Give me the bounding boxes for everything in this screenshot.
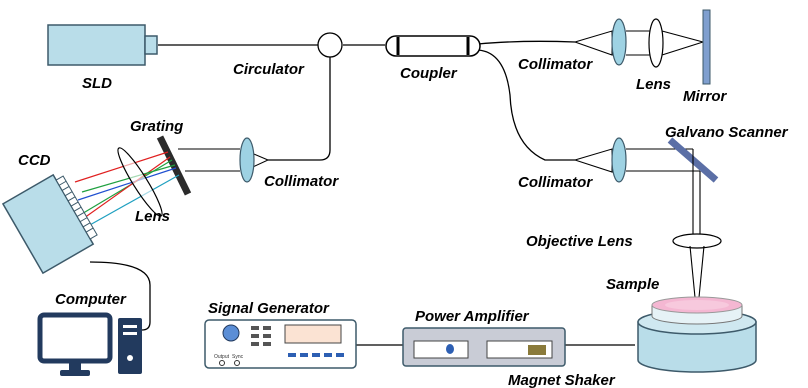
signal-generator-knob [222,324,240,342]
objective-lens [672,233,722,249]
objective-lens-label: Objective Lens [526,233,633,250]
signal-generator-display [284,324,342,344]
sld-source [47,24,158,66]
circulator-label: Circulator [233,61,305,78]
spectrometer [1,135,270,275]
fiber-lines [89,40,635,346]
coupler [385,35,481,57]
spectrometer-collimator-label: Collimator [264,173,339,190]
reference-lens [648,18,664,68]
sld-label: SLD [82,75,112,92]
reference-lens-label: Lens [636,76,671,93]
power-amplifier [402,327,566,367]
coupler-label: Coupler [400,65,458,82]
computer-tower-icon [118,318,142,374]
computer [37,312,142,376]
power-amplifier-label: Power Amplifier [415,308,530,325]
spectrometer-lens [117,147,163,217]
signal-generator-label: Signal Generator [208,300,330,317]
ccd-camera [1,173,98,275]
computer-label: Computer [55,291,127,308]
power-amplifier-knob [446,344,454,354]
sample-collimator-label: Collimator [518,174,593,191]
galvano-scanner-label: Galvano Scanner [665,124,789,141]
spectrometer-collimator-lens [239,137,255,183]
ccd-label: CCD [18,152,51,169]
reference-collimator-lens [611,18,627,66]
monitor-icon [37,312,113,376]
sample-collimator-lens [611,137,627,183]
sample-label: Sample [606,276,659,293]
reference-collimator-label: Collimator [518,56,593,73]
reference-mirror [702,9,711,85]
signal-generator-sync-label: Sync [232,354,244,360]
sample-stage [637,296,757,373]
mirror-label: Mirror [683,88,728,105]
signal-generator-output-label: Output [214,354,230,360]
signal-generator: Output Sync [204,319,357,369]
spectrometer-lens-label: Lens [135,208,170,225]
circulator [317,32,343,58]
reference-arm [573,9,711,85]
magnet-shaker-label: Magnet Shaker [508,372,616,388]
grating-label: Grating [130,118,183,135]
